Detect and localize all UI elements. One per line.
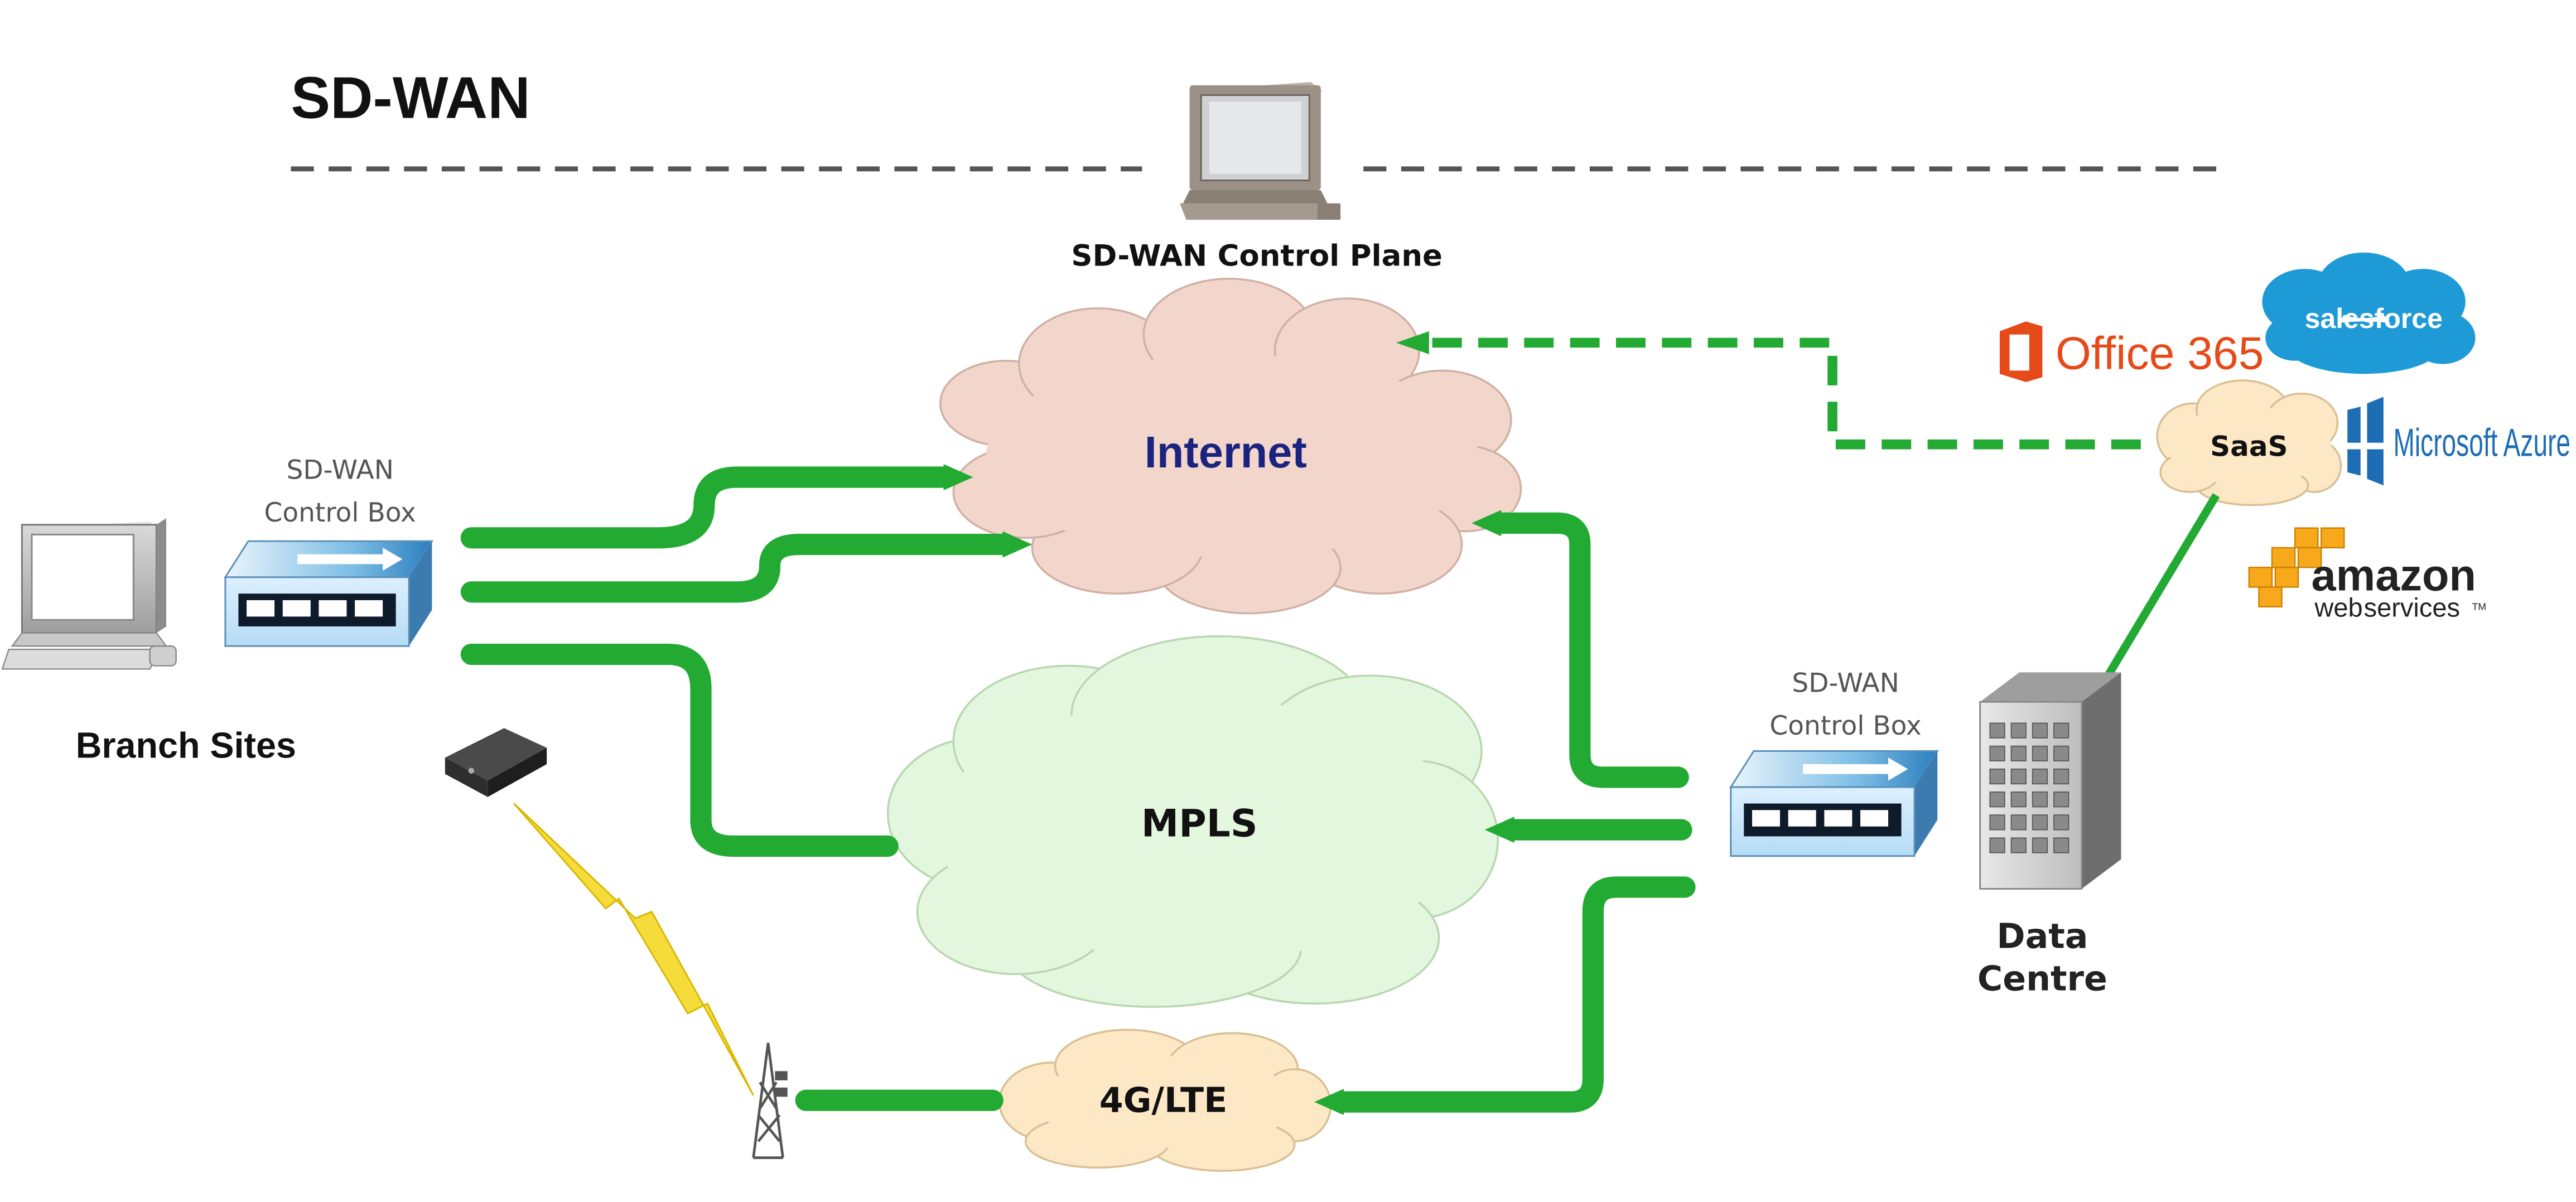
building-window — [2032, 814, 2048, 831]
building-window — [2010, 745, 2027, 762]
data-centre-label-1: Data — [1996, 916, 2088, 956]
dc-box-label-2: Control Box — [1769, 711, 1921, 741]
wireless-lightning-icon — [513, 803, 754, 1096]
branch-control-box-icon — [224, 540, 434, 647]
dc-control-box-icon — [1729, 750, 1939, 857]
aws-tm-text: TM — [2472, 601, 2486, 612]
saas-cloud — [2156, 379, 2342, 506]
link-branch-internet-1 — [460, 466, 954, 549]
building-window — [1989, 768, 2005, 785]
branch-sites-label: Branch Sites — [76, 725, 296, 765]
office-365-logo: Office 365 — [1999, 321, 2264, 383]
building-window — [2032, 791, 2048, 808]
building-window — [2010, 768, 2027, 785]
aws-logo: amazon web services TM — [2248, 527, 2486, 622]
building-window — [2032, 837, 2048, 853]
branch-computer-icon — [1, 518, 177, 670]
link-dc-saas — [2104, 493, 2220, 678]
data-centre-building-icon — [1979, 672, 2121, 890]
internet-label: Internet — [1145, 427, 1307, 477]
microsoft-azure-text: Microsoft Azure — [2394, 420, 2571, 464]
lte-label: 4G/LTE — [1099, 1080, 1228, 1120]
link-branch-mpls — [460, 643, 899, 857]
link-branch-internet-2 — [460, 533, 1014, 603]
building-window — [2053, 722, 2070, 738]
saas-label: SaaS — [2210, 430, 2288, 462]
internet-cloud — [939, 278, 1522, 615]
building-window — [1989, 814, 2005, 831]
aws-services-text: services — [2364, 592, 2460, 622]
lte-cloud — [998, 1029, 1332, 1172]
branch-box-label-2: Control Box — [264, 498, 416, 528]
building-window — [2053, 814, 2070, 831]
data-centre-label-2: Centre — [1977, 959, 2107, 999]
building-window — [2053, 745, 2070, 762]
building-window — [1989, 837, 2005, 853]
diagram-title: SD-WAN — [291, 65, 530, 131]
building-window — [2010, 722, 2027, 738]
building-window — [1989, 745, 2005, 762]
control-plane-label: SD-WAN Control Plane — [1071, 239, 1442, 273]
mpls-cloud — [886, 635, 1499, 1008]
building-window — [2053, 791, 2070, 808]
office-365-text: Office 365 — [2056, 327, 2264, 379]
building-window — [2032, 768, 2048, 785]
branch-router-icon — [445, 728, 547, 797]
salesforce-logo: salesforce — [2262, 252, 2476, 374]
cell-tower-icon — [752, 1042, 788, 1159]
building-window — [2010, 837, 2027, 853]
link-dc-internet — [1490, 512, 1689, 788]
salesforce-text: salesforce — [2305, 303, 2443, 334]
microsoft-azure-logo: Microsoft Azure — [2347, 397, 2571, 486]
building-window — [2010, 814, 2027, 831]
building-window — [2053, 768, 2070, 785]
mpls-label: MPLS — [1141, 801, 1258, 845]
link-saas-internet — [1429, 337, 2141, 450]
branch-box-label-1: SD-WAN — [287, 455, 394, 485]
building-window — [2053, 837, 2070, 853]
control-plane-computer-icon — [1179, 81, 1341, 220]
link-dc-lte — [1333, 876, 1696, 1113]
aws-web-text: web — [2314, 592, 2362, 622]
building-window — [2032, 745, 2048, 762]
building-window — [1989, 791, 2005, 808]
link-arrowheads — [943, 331, 1514, 1116]
building-window — [1989, 722, 2005, 738]
building-window — [2032, 722, 2048, 738]
dc-box-label-1: SD-WAN — [1792, 668, 1899, 699]
aws-amazon-text: amazon — [2312, 550, 2476, 600]
building-window — [2010, 791, 2027, 808]
